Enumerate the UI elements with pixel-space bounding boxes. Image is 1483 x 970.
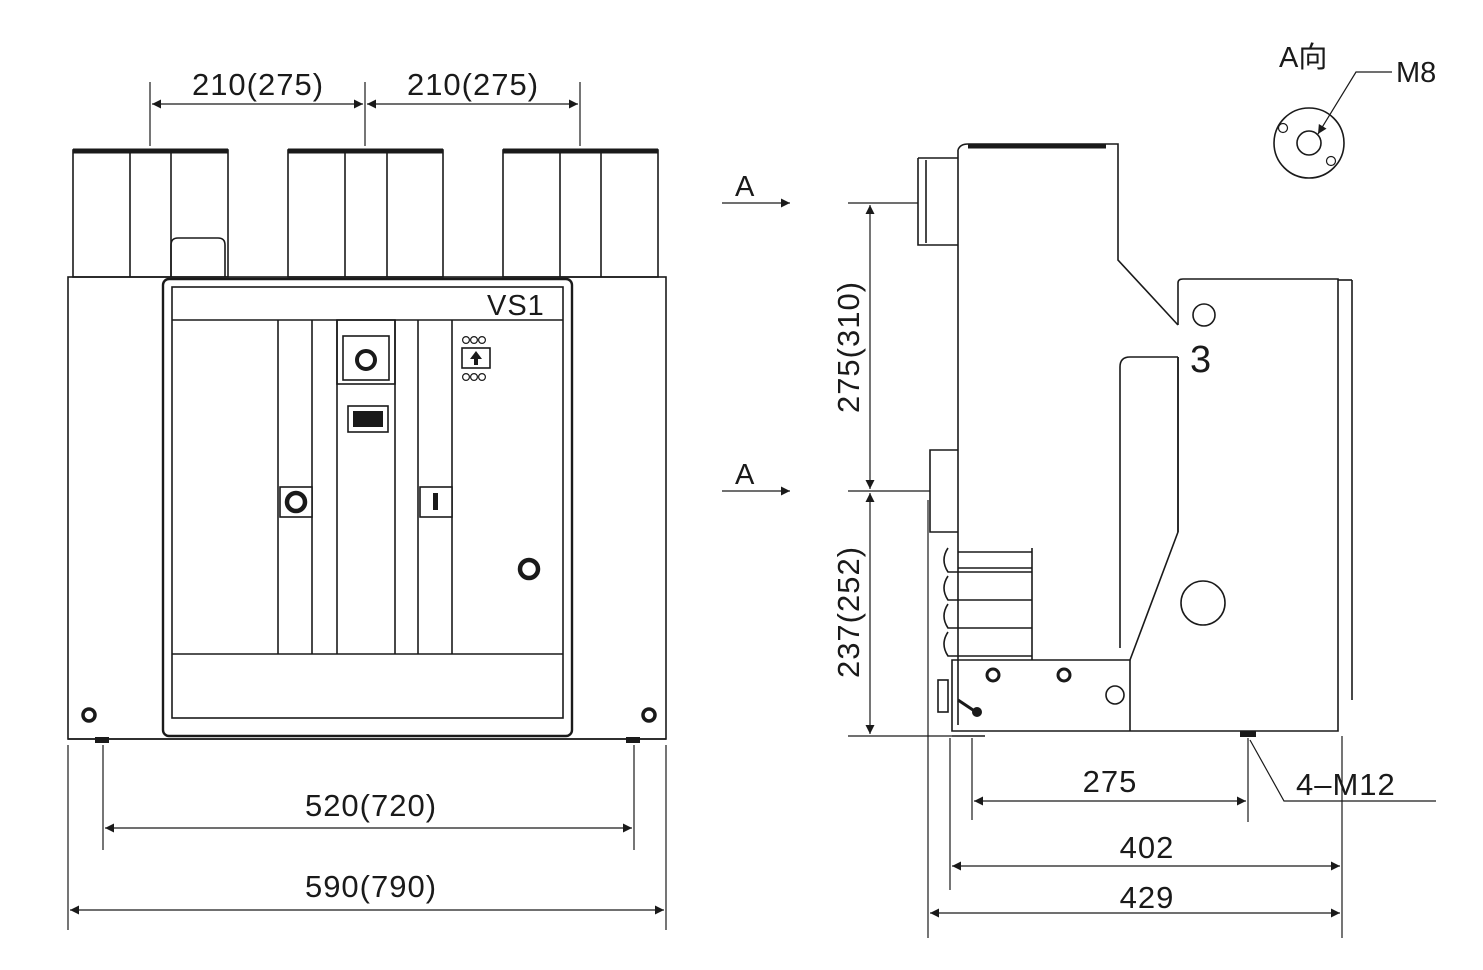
dim-lower-height: 237(252) — [831, 493, 952, 737]
front-view: VS1 — [67, 67, 667, 930]
thread-callout-label: M8 — [1396, 57, 1436, 89]
dim-fixing-span-label: 520(720) — [305, 788, 437, 823]
open-button-icon — [433, 493, 438, 510]
svg-text:A: A — [735, 459, 755, 491]
marker-number: 3 — [1190, 339, 1211, 381]
dim-overall-width: 590(790) — [67, 745, 667, 930]
dim-lower-height-label: 237(252) — [831, 546, 866, 678]
svg-text:A: A — [735, 171, 755, 203]
dim-depth-402: 402 — [949, 736, 1343, 938]
dim-depth-275: 275 — [971, 738, 1249, 822]
front-housing — [67, 276, 667, 740]
lower-terminal — [929, 449, 958, 533]
side-mechanism-housing — [951, 278, 1339, 732]
spring-charge-indicator-icon — [461, 336, 491, 382]
view-arrow-upper: A — [722, 171, 790, 208]
model-label: VS1 — [487, 290, 545, 322]
side-pole-body — [957, 143, 1179, 725]
view-arrow-lower: A — [722, 459, 790, 496]
bolt-callout: 4–M12 — [1249, 739, 1436, 802]
close-button-icon — [284, 490, 308, 514]
dim-depth-429-label: 429 — [1120, 880, 1175, 915]
side-view: A A 3 — [722, 143, 1436, 938]
dim-pole-pitch-left-label: 210(275) — [192, 67, 324, 102]
dim-depth-429: 429 — [927, 500, 1340, 938]
operating-shaft-icon — [355, 349, 377, 371]
pole-right — [502, 148, 659, 278]
dim-fixing-span: 520(720) — [102, 745, 635, 850]
dim-pole-pitch: 210(275) 210(275) — [149, 67, 581, 146]
dim-upper-height-label: 275(310) — [831, 281, 866, 413]
insulator-fins — [943, 547, 1033, 660]
manual-charge-port-icon — [517, 557, 541, 581]
pole-left — [72, 148, 229, 278]
dim-upper-height: 275(310) — [831, 202, 930, 492]
pole-middle — [287, 148, 444, 278]
dim-pole-pitch-right-label: 210(275) — [407, 67, 539, 102]
bolt-callout-label: 4–M12 — [1296, 767, 1396, 802]
side-port-circle — [1180, 580, 1226, 626]
view-a-detail: A向 M8 — [1273, 41, 1436, 179]
terminal-face-circle — [1273, 107, 1345, 179]
dim-depth-402-label: 402 — [1120, 830, 1175, 865]
front-panel — [161, 277, 574, 738]
dim-overall-width-label: 590(790) — [305, 869, 437, 904]
upper-terminal — [917, 157, 958, 246]
dim-depth-275-label: 275 — [1083, 764, 1138, 799]
view-a-title: A向 — [1279, 41, 1327, 74]
